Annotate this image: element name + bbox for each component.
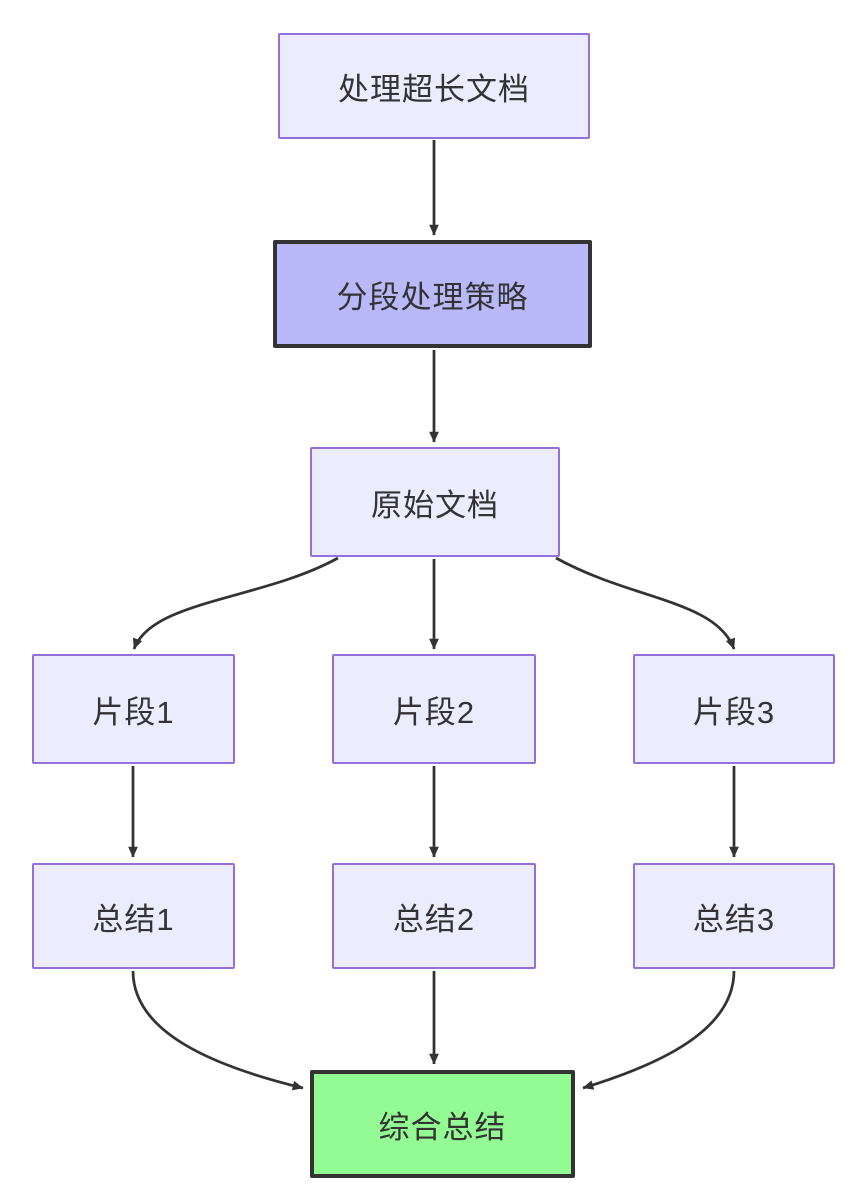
node-summary-3: 总结3 — [633, 863, 835, 969]
node-label: 片段1 — [92, 694, 175, 730]
node-summary-2: 总结2 — [332, 863, 536, 969]
node-label: 总结2 — [392, 901, 476, 937]
node-label: 总结3 — [692, 901, 776, 937]
node-label: 综合总结 — [378, 1109, 507, 1145]
node-label: 片段2 — [392, 694, 476, 730]
edge-E3-F — [582, 970, 736, 1090]
node-process-long-document: 处理超长文档 — [278, 33, 590, 139]
node-segmentation-strategy: 分段处理策略 — [273, 240, 592, 348]
edge-E1-F — [131, 970, 304, 1091]
node-label: 处理超长文档 — [338, 71, 530, 107]
edge-C-D1 — [132, 556, 339, 650]
node-label: 分段处理策略 — [336, 279, 529, 315]
node-original-document: 原始文档 — [310, 447, 560, 557]
node-fragment-1: 片段1 — [32, 654, 235, 764]
node-final-summary: 综合总结 — [310, 1070, 575, 1178]
edge-C-D3 — [555, 556, 736, 650]
node-label: 片段3 — [692, 694, 776, 730]
node-fragment-3: 片段3 — [633, 654, 835, 764]
node-summary-1: 总结1 — [32, 863, 235, 969]
node-fragment-2: 片段2 — [332, 654, 536, 764]
node-label: 原始文档 — [371, 487, 499, 523]
node-label: 总结1 — [92, 901, 175, 937]
